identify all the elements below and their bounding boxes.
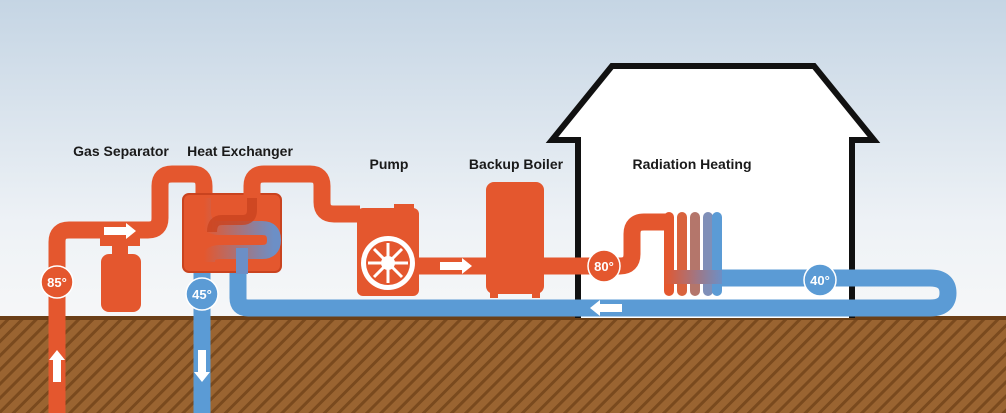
temp-badge-well-supply: 85° (40, 265, 74, 299)
label-pump: Pump (370, 156, 409, 172)
temp-label-well-supply: 85° (47, 275, 67, 290)
temp-badge-house-supply: 80° (587, 249, 621, 283)
label-heat-exchanger: Heat Exchanger (187, 143, 293, 159)
well-supply-pipe (48, 165, 213, 413)
flow-arrow-icon (590, 300, 622, 316)
temp-label-well-return: 45° (192, 287, 212, 302)
label-backup-boiler: Backup Boiler (469, 156, 564, 172)
temp-label-house-return: 40° (810, 273, 830, 288)
ground-surface-line (0, 316, 1006, 320)
return-pipe (229, 262, 957, 317)
flow-arrow-icon (104, 223, 136, 239)
gas-separator (100, 232, 141, 312)
fan-icon (361, 236, 415, 290)
label-radiation-heating: Radiation Heating (632, 156, 751, 172)
heat-exchanger (182, 193, 282, 274)
exchanger-to-pump-pipe (243, 165, 360, 223)
radiator (664, 212, 722, 296)
temp-badge-well-return: 45° (185, 277, 219, 311)
temp-badge-house-return: 40° (803, 263, 837, 297)
temp-label-house-supply: 80° (594, 259, 614, 274)
ground (0, 318, 1006, 413)
pump (357, 204, 419, 296)
flow-arrow-icon (49, 350, 65, 382)
flow-arrow-icon (440, 258, 472, 274)
backup-boiler (486, 182, 544, 298)
flow-arrow-icon (194, 350, 210, 382)
label-gas-separator: Gas Separator (73, 143, 169, 159)
